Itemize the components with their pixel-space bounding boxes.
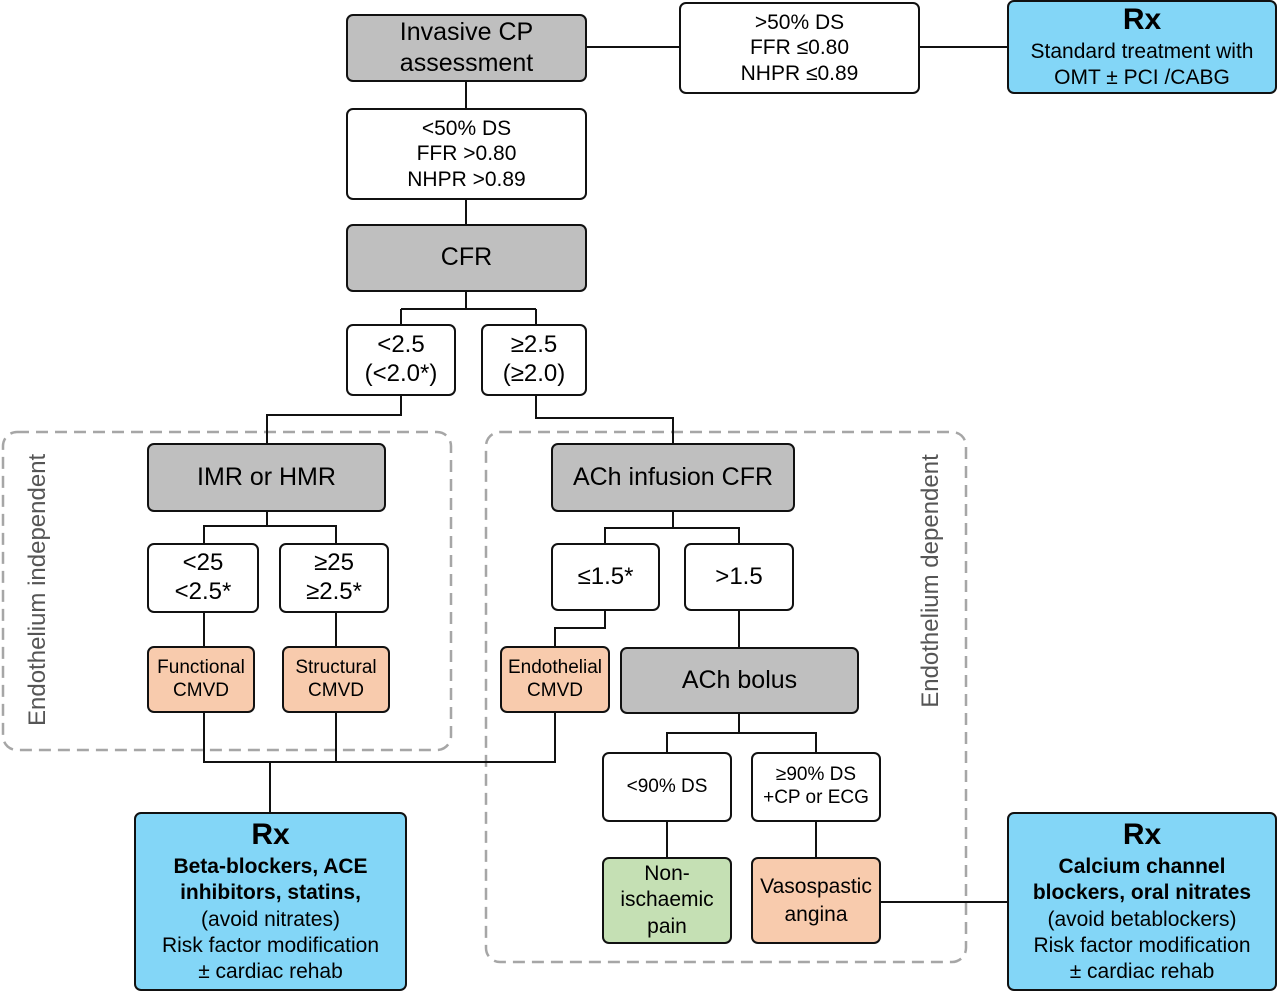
- cfr-low-line-1: <2.5: [377, 331, 425, 359]
- rx-right-bold-line-2: blockers, oral nitrates: [1032, 881, 1252, 905]
- invasive-cp-assessment-node: Invasive CP assessment: [346, 14, 587, 82]
- rx-cmvd-treatment-node: Rx Beta-blockers, ACE inhibitors, statin…: [134, 812, 407, 991]
- rx-left-bold-line-2: inhibitors, statins,: [180, 881, 361, 905]
- endothelium-independent-label: Endothelium independent: [24, 453, 51, 726]
- rx-vasospastic-treatment-node: Rx Calcium channel blockers, oral nitrat…: [1007, 812, 1277, 991]
- functional-cmvd-node: Functional CMVD: [147, 646, 255, 713]
- cfr-high-line-2: (≥2.0): [502, 360, 566, 387]
- rx-top-heading: Rx: [1122, 2, 1162, 36]
- ach-infusion-cfr-label: ACh infusion CFR: [572, 462, 774, 491]
- imr-low-line-2: <2.5*: [174, 578, 232, 605]
- cfr-low-line-2: (<2.0*): [364, 360, 438, 387]
- cfr-label: CFR: [440, 243, 493, 272]
- cfr-low-node: <2.5 (<2.0*): [346, 324, 456, 396]
- structural-cmvd-line-1: Structural: [295, 656, 377, 678]
- high-ds-line-1: >50% DS: [754, 11, 845, 35]
- connector-ach-low-to-endothelial: [554, 611, 606, 647]
- vasospastic-line-2: angina: [784, 902, 848, 926]
- ach-infusion-cfr-node: ACh infusion CFR: [551, 443, 795, 512]
- ach-high-node: >1.5: [684, 543, 794, 611]
- connector-imr-split: [203, 512, 337, 544]
- endothelium-independent-group: [1, 430, 453, 752]
- rx-right-heading: Rx: [1122, 817, 1162, 851]
- ach-low-label: ≤1.5*: [577, 562, 634, 590]
- non-ischaemic-line-1: Non-: [644, 862, 690, 886]
- rx-standard-treatment-node: Rx Standard treatment with OMT ± PCI /CA…: [1007, 0, 1277, 94]
- imr-low-node: <25 <2.5*: [147, 543, 259, 613]
- vasospastic-angina-node: Vasospastic angina: [751, 857, 881, 944]
- connector-cfr-split: [400, 292, 537, 325]
- endothelial-cmvd-line-2: CMVD: [527, 679, 583, 701]
- non-ischaemic-line-3: pain: [647, 914, 687, 938]
- endothelial-cmvd-node: Endothelial CMVD: [500, 646, 610, 713]
- functional-cmvd-line-2: CMVD: [173, 679, 229, 701]
- imr-high-node: ≥25 ≥2.5*: [279, 543, 389, 613]
- bolus-low-node: <90% DS: [602, 752, 732, 822]
- functional-cmvd-line-1: Functional: [157, 656, 245, 678]
- invasive-cp-line-2: assessment: [399, 49, 534, 77]
- endothelium-dependent-label: Endothelium dependent: [917, 454, 944, 708]
- rx-left-line-3: ± cardiac rehab: [198, 960, 343, 984]
- connector-cmvd-merge: [203, 713, 556, 813]
- imr-high-line-1: ≥25: [314, 549, 354, 577]
- low-ds-line-2: FFR >0.80: [416, 142, 517, 166]
- connector-ach-split: [604, 512, 740, 544]
- endothelial-cmvd-line-1: Endothelial: [507, 656, 603, 678]
- rx-left-line-1: (avoid nitrates): [201, 907, 340, 931]
- vasospastic-line-1: Vasospastic: [760, 875, 872, 899]
- bolus-low-label: <90% DS: [626, 775, 708, 797]
- rx-left-bold-line-1: Beta-blockers, ACE: [173, 855, 368, 879]
- cfr-high-line-1: ≥2.5: [510, 331, 558, 359]
- high-ds-line-3: NHPR ≤0.89: [740, 61, 859, 85]
- cfr-node: CFR: [346, 224, 587, 292]
- high-ds-line-2: FFR ≤0.80: [749, 36, 850, 60]
- ach-high-label: >1.5: [715, 562, 763, 590]
- rx-right-line-2: Risk factor modification: [1033, 933, 1251, 957]
- rx-right-line-1: (avoid betablockers): [1047, 907, 1237, 931]
- invasive-cp-line-1: Invasive CP: [399, 17, 534, 46]
- structural-cmvd-node: Structural CMVD: [282, 646, 390, 713]
- connector-cfr-low-to-imr: [266, 396, 402, 444]
- ach-low-node: ≤1.5*: [551, 543, 660, 611]
- structural-cmvd-line-2: CMVD: [308, 679, 364, 701]
- rx-top-line-2: OMT ± PCI /CABG: [1054, 66, 1230, 90]
- imr-hmr-label: IMR or HMR: [197, 462, 336, 491]
- bolus-high-node: ≥90% DS +CP or ECG: [751, 752, 881, 822]
- imr-hmr-node: IMR or HMR: [147, 443, 386, 512]
- rx-top-line-1: Standard treatment with: [1030, 40, 1254, 63]
- bolus-high-line-1: ≥90% DS: [775, 764, 857, 786]
- rx-right-line-3: ± cardiac rehab: [1069, 960, 1215, 984]
- bolus-high-line-2: +CP or ECG: [763, 787, 869, 808]
- rx-right-bold-line-1: Calcium channel: [1058, 855, 1226, 879]
- endothelium-dependent-group: [484, 430, 968, 964]
- connector-bolus-split: [666, 714, 817, 753]
- low-ds-line-3: NHPR >0.89: [407, 167, 526, 191]
- rx-left-heading: Rx: [251, 817, 290, 851]
- non-ischaemic-line-2: ischaemic: [620, 888, 714, 912]
- ach-bolus-label: ACh bolus: [681, 665, 798, 694]
- high-ds-criteria-node: >50% DS FFR ≤0.80 NHPR ≤0.89: [679, 2, 920, 94]
- cfr-high-node: ≥2.5 (≥2.0): [481, 324, 587, 396]
- non-ischaemic-pain-node: Non- ischaemic pain: [602, 857, 732, 944]
- low-ds-criteria-node: <50% DS FFR >0.80 NHPR >0.89: [346, 108, 587, 200]
- low-ds-line-1: <50% DS: [421, 117, 512, 141]
- rx-left-line-2: Risk factor modification: [161, 933, 380, 957]
- connector-cfr-high-to-ach: [535, 396, 674, 444]
- imr-high-line-2: ≥2.5*: [306, 578, 362, 605]
- ach-bolus-node: ACh bolus: [620, 647, 859, 714]
- imr-low-line-1: <25: [182, 549, 224, 577]
